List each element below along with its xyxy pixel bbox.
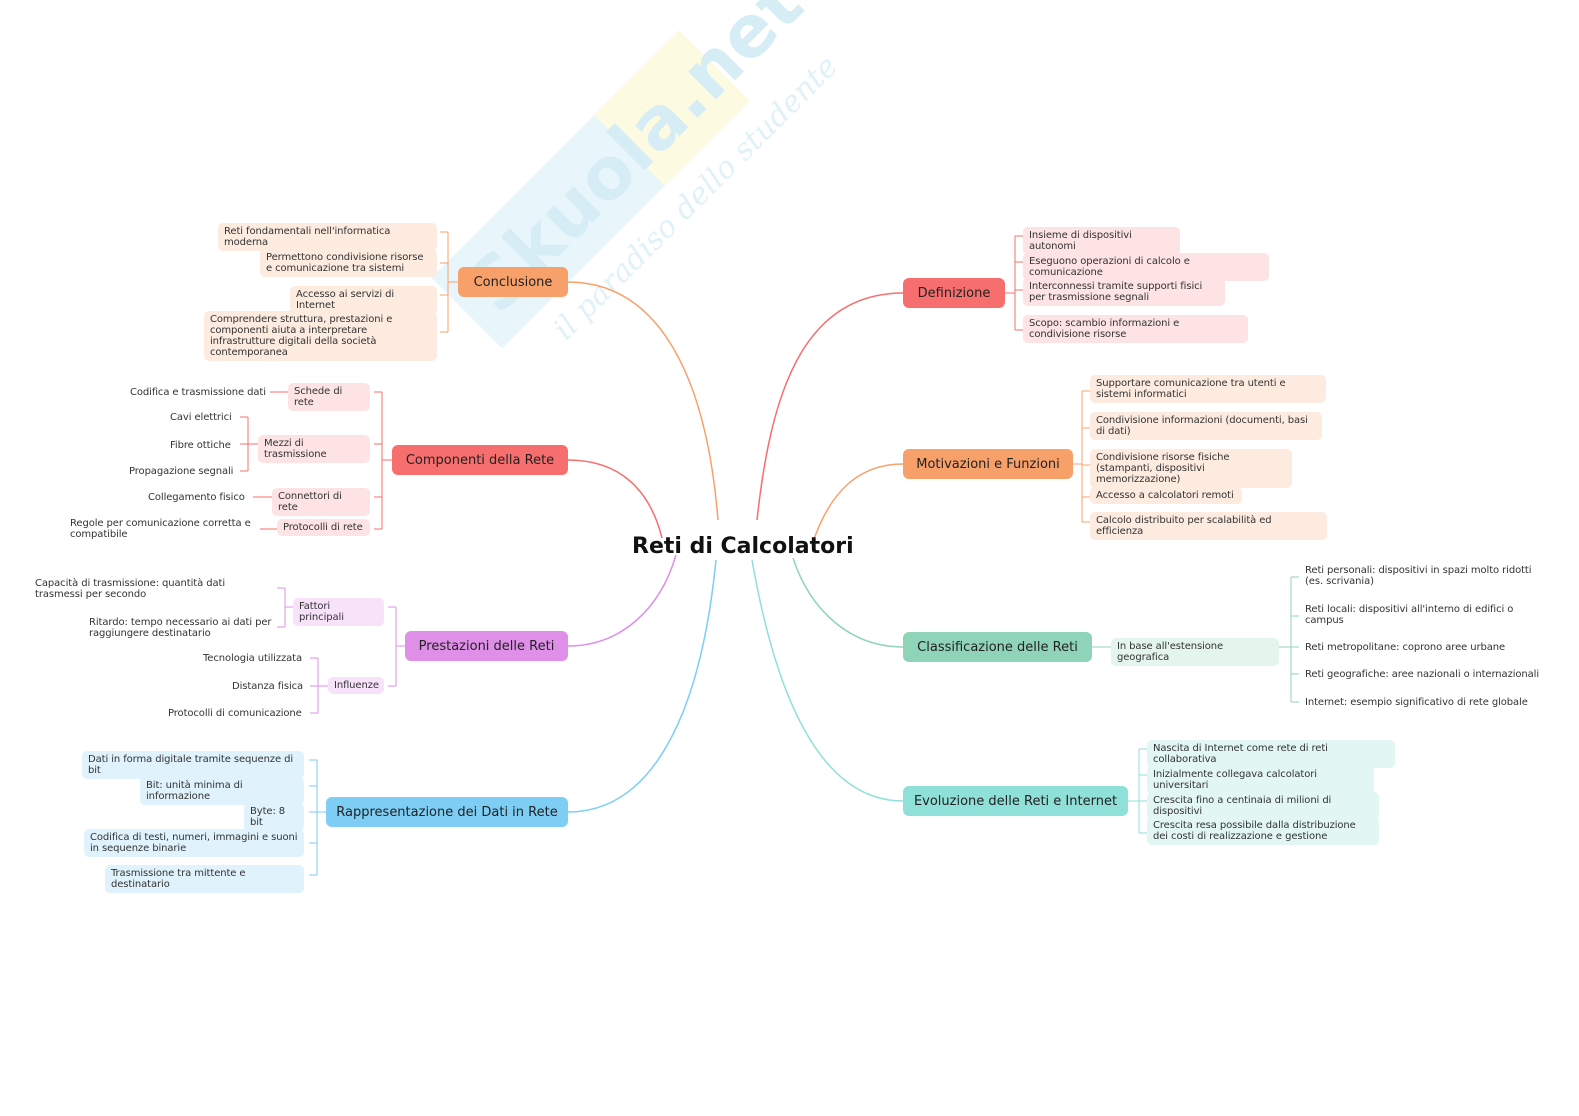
leaf-protocolli-comunicazione[interactable]: Protocolli di comunicazione [168, 708, 302, 719]
leaf-conclusione-3[interactable]: Accesso ai servizi di Internet [290, 286, 437, 314]
group-schede-di-rete[interactable]: Schede di rete [288, 383, 370, 411]
leaf-classificazione-4[interactable]: Reti geografiche: aree nazionali o inter… [1305, 669, 1540, 680]
leaf-collegamento-fisico[interactable]: Collegamento fisico [148, 492, 245, 503]
edges [240, 231, 1299, 876]
leaf-classificazione-1[interactable]: Reti personali: dispositivi in spazi mol… [1305, 565, 1532, 587]
leaf-motivazioni-5[interactable]: Calcolo distribuito per scalabilità ed e… [1090, 512, 1327, 540]
leaf-definizione-2[interactable]: Eseguono operazioni di calcolo e comunic… [1023, 253, 1269, 281]
leaf-rappresentazione-4[interactable]: Codifica di testi, numeri, immagini e su… [84, 829, 304, 857]
group-fattori-principali[interactable]: Fattori principali [293, 598, 384, 626]
leaf-cavi-elettrici[interactable]: Cavi elettrici [170, 412, 232, 423]
leaf-evoluzione-4[interactable]: Crescita resa possibile dalla distribuzi… [1147, 817, 1379, 845]
watermark: Skuola.net il paradiso dello studente [431, 0, 845, 349]
edge-conclusione [567, 281, 719, 521]
branch-evoluzione[interactable]: Evoluzione delle Reti e Internet [903, 786, 1128, 816]
branch-rappresentazione[interactable]: Rappresentazione dei Dati in Rete [326, 797, 568, 827]
branch-componenti[interactable]: Componenti della Rete [392, 445, 568, 475]
group-connettori-di-rete[interactable]: Connettori di rete [272, 488, 370, 516]
leaf-definizione-1[interactable]: Insieme di dispositivi autonomi [1023, 227, 1180, 255]
leaf-propagazione-segnali[interactable]: Propagazione segnali [129, 466, 234, 477]
leaf-codifica-trasmissione[interactable]: Codifica e trasmissione dati [130, 387, 266, 398]
leaf-regole-comunicazione[interactable]: Regole per comunicazione corretta e comp… [70, 518, 251, 540]
edge-rappresentazione [567, 559, 717, 813]
leaf-evoluzione-3[interactable]: Crescita fino a centinaia di milioni di … [1147, 792, 1379, 820]
leaf-rappresentazione-2[interactable]: Bit: unità minima di informazione [140, 777, 304, 805]
branch-classificazione[interactable]: Classificazione delle Reti [903, 632, 1092, 662]
leaf-motivazioni-4[interactable]: Accesso a calcolatori remoti [1090, 487, 1242, 504]
leaf-definizione-3[interactable]: Interconnessi tramite supporti fisici pe… [1023, 278, 1225, 306]
leaf-rappresentazione-5[interactable]: Trasmissione tra mittente e destinatario [105, 865, 304, 893]
branch-prestazioni[interactable]: Prestazioni delle Reti [405, 631, 568, 661]
leaf-classificazione-5[interactable]: Internet: esempio significativo di rete … [1305, 697, 1528, 708]
leaf-ritardo[interactable]: Ritardo: tempo necessario ai dati per ra… [89, 617, 272, 639]
group-mezzi-di-trasmissione[interactable]: Mezzi di trasmissione [258, 435, 370, 463]
leaf-motivazioni-1[interactable]: Supportare comunicazione tra utenti e si… [1090, 375, 1326, 403]
leaf-rappresentazione-1[interactable]: Dati in forma digitale tramite sequenze … [82, 751, 304, 779]
group-protocolli-di-rete[interactable]: Protocolli di rete [277, 519, 370, 536]
edge-classificazione [792, 557, 904, 648]
sub-classificazione[interactable]: In base all'estensione geografica [1111, 638, 1279, 666]
leaf-tecnologia[interactable]: Tecnologia utilizzata [203, 653, 303, 664]
leaf-conclusione-4[interactable]: Comprendere struttura, prestazioni e com… [204, 311, 437, 361]
edge-prestazioni [567, 554, 677, 647]
leaf-distanza-fisica[interactable]: Distanza fisica [232, 681, 304, 692]
edge-evoluzione [751, 559, 904, 802]
leaf-definizione-4[interactable]: Scopo: scambio informazioni e condivisio… [1023, 315, 1248, 343]
leaf-rappresentazione-3[interactable]: Byte: 8 bit [244, 803, 304, 831]
leaf-fibre-ottiche[interactable]: Fibre ottiche [170, 440, 231, 451]
branch-definizione[interactable]: Definizione [903, 278, 1005, 308]
branch-motivazioni[interactable]: Motivazioni e Funzioni [903, 449, 1073, 479]
edge-definizione [756, 292, 904, 521]
leaf-evoluzione-1[interactable]: Nascita di Internet come rete di reti co… [1147, 740, 1395, 768]
edge-componenti [567, 459, 663, 539]
branch-conclusione[interactable]: Conclusione [458, 267, 568, 297]
leaf-motivazioni-2[interactable]: Condivisione informazioni (documenti, ba… [1090, 412, 1322, 440]
leaf-classificazione-2[interactable]: Reti locali: dispositivi all'interno di … [1305, 604, 1514, 626]
leaf-conclusione-2[interactable]: Permettono condivisione risorse e comuni… [260, 249, 437, 277]
central-topic[interactable]: Reti di Calcolatori [632, 534, 854, 559]
group-influenze[interactable]: Influenze [328, 677, 384, 694]
leaf-classificazione-3[interactable]: Reti metropolitane: coprono aree urbane [1305, 642, 1506, 653]
leaf-conclusione-1[interactable]: Reti fondamentali nell'informatica moder… [218, 223, 437, 251]
edge-motivazioni [811, 463, 904, 546]
leaf-capacita-trasmissione[interactable]: Capacità di trasmissione: quantità dati … [35, 578, 225, 600]
leaf-motivazioni-3[interactable]: Condivisione risorse fisiche (stampanti,… [1090, 449, 1292, 488]
leaf-evoluzione-2[interactable]: Inizialmente collegava calcolatori unive… [1147, 766, 1374, 794]
